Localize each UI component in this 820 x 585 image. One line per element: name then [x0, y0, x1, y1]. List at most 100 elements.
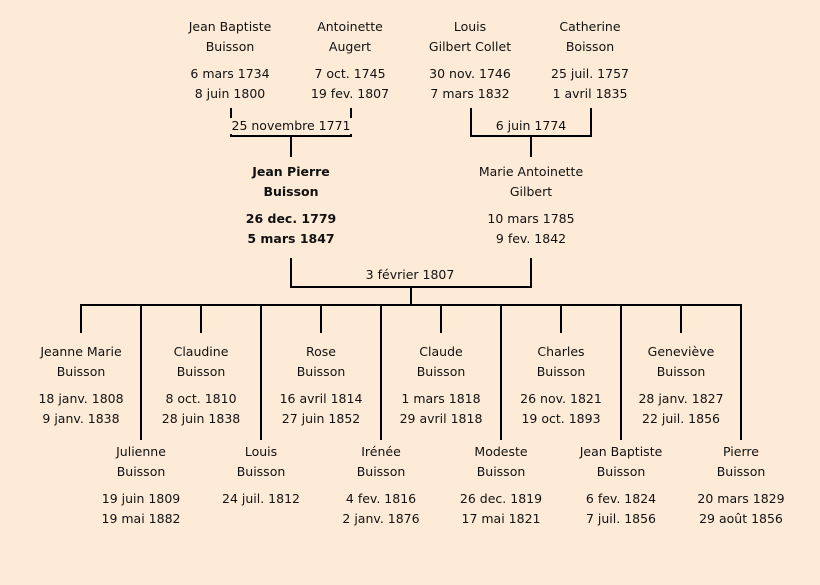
person-name: Buisson [263, 184, 319, 199]
person-name: Jean Pierre [252, 164, 330, 179]
spacer [556, 482, 686, 489]
person-name: Louis [244, 444, 278, 459]
child-connector-line [200, 305, 202, 333]
child-connector-line [260, 305, 262, 440]
birth-date: 8 oct. 1810 [165, 391, 237, 406]
person-name: Jean Baptiste [579, 444, 663, 459]
death-date: 19 oct. 1893 [521, 411, 601, 426]
person-name: Buisson [176, 364, 226, 379]
birth-date: 16 avril 1814 [279, 391, 363, 406]
person-name: Buisson [656, 364, 706, 379]
person-name: Buisson [596, 464, 646, 479]
person-name: Claudine [173, 344, 229, 359]
child-connector-line [680, 305, 682, 333]
child-connector-line [80, 305, 82, 333]
spacer [376, 382, 506, 389]
person-name: Boisson [565, 39, 615, 54]
connector-line [530, 258, 532, 288]
person-name: Julienne [116, 444, 166, 459]
connector-line [80, 304, 742, 306]
person-name: Rose [306, 344, 336, 359]
spacer [16, 382, 146, 389]
death-date: 19 mai 1882 [101, 511, 181, 526]
person-name: Jean Baptiste [188, 19, 272, 34]
spacer [285, 57, 415, 64]
person-name: Gilbert [509, 184, 553, 199]
person-name: Antoinette [317, 19, 383, 34]
birth-date: 7 oct. 1745 [314, 66, 386, 81]
person-name: Buisson [296, 364, 346, 379]
birth-date: 19 juin 1809 [101, 491, 181, 506]
child-connector-line [500, 305, 502, 440]
person-name: Buisson [416, 364, 466, 379]
birth-date: 18 janv. 1808 [38, 391, 124, 406]
connector-line [290, 258, 292, 288]
person-name: Buisson [476, 464, 526, 479]
spacer [136, 382, 266, 389]
spacer [676, 482, 806, 489]
connector-line [590, 108, 592, 137]
person-name: Gilbert Collet [428, 39, 512, 54]
spacer [165, 57, 295, 64]
birth-date: 30 nov. 1746 [429, 66, 511, 81]
spacer [196, 482, 326, 489]
person-name: Buisson [205, 39, 255, 54]
death-date: 8 juin 1800 [194, 86, 266, 101]
death-date: 7 juil. 1856 [585, 511, 657, 526]
death-date: 29 avril 1818 [399, 411, 483, 426]
death-date: 17 mai 1821 [461, 511, 541, 526]
birth-date: 24 juil. 1812 [222, 491, 300, 506]
birth-date: 4 fev. 1816 [345, 491, 417, 506]
death-date: 22 juil. 1856 [642, 411, 720, 426]
death-date: 7 mars 1832 [430, 86, 510, 101]
marriage-date-maternal: 6 juin 1774 [495, 118, 567, 133]
death-date: 9 fev. 1842 [495, 231, 567, 246]
person-name: Catherine [559, 19, 621, 34]
spacer [466, 202, 596, 209]
spacer [436, 482, 566, 489]
death-date: 28 juin 1838 [161, 411, 241, 426]
spacer [405, 57, 535, 64]
spacer [226, 202, 356, 209]
child-connector-line [740, 305, 742, 440]
death-date: 2 janv. 1876 [342, 511, 420, 526]
person-name: Pierre [723, 444, 759, 459]
connector-line [470, 108, 472, 137]
birth-date: 20 mars 1829 [697, 491, 785, 506]
spacer [316, 482, 446, 489]
person-name: Claude [419, 344, 463, 359]
death-date: 5 mars 1847 [247, 231, 335, 246]
connector-line [410, 286, 412, 306]
child-connector-line [440, 305, 442, 333]
person-name: Charles [537, 344, 585, 359]
child-connector-line [320, 305, 322, 333]
person-name: Buisson [116, 464, 166, 479]
death-date [196, 509, 326, 529]
spacer [616, 382, 746, 389]
connector-line [290, 135, 292, 157]
child-connector-line [140, 305, 142, 440]
person-name: Buisson [536, 364, 586, 379]
person-name: Jeanne Marie [40, 344, 122, 359]
death-date: 9 janv. 1838 [42, 411, 120, 426]
person-name: Augert [328, 39, 372, 54]
birth-date: 6 mars 1734 [190, 66, 270, 81]
person-name: Buisson [356, 464, 406, 479]
spacer [76, 482, 206, 489]
spacer [256, 382, 386, 389]
person-name: Marie Antoinette [478, 164, 584, 179]
